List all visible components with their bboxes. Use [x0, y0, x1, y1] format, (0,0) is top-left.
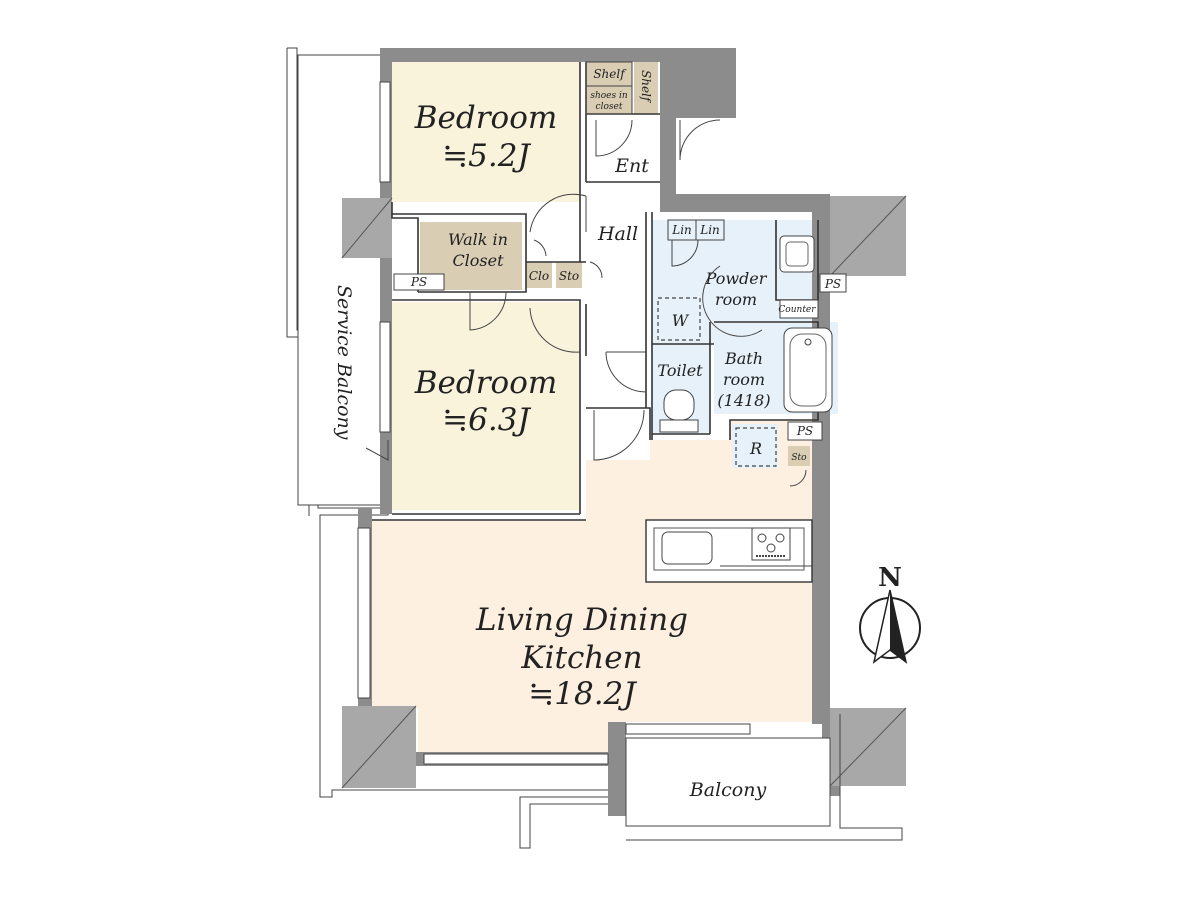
- refrigerator-label: R: [749, 439, 762, 458]
- lin-label-1: Lin: [671, 223, 692, 237]
- ldk-floor: [372, 420, 812, 758]
- bathtub-inner: [789, 333, 827, 407]
- doors: [365, 119, 807, 487]
- bedroom-2-size: ≒6.3J: [442, 402, 531, 438]
- sto-label-1: Sto: [559, 269, 579, 283]
- kitchen-counter: [645, 519, 813, 583]
- service-balcony-label: Service Balcony: [333, 285, 355, 440]
- entrance-label: Ent: [614, 155, 649, 177]
- bathroom-line1: Bath: [724, 349, 763, 368]
- sto-floor-2: [788, 446, 810, 466]
- lin-label-2: Lin: [699, 223, 720, 237]
- balcony-area: [625, 737, 831, 827]
- sto-floor-1: [556, 262, 582, 288]
- shelf-floor: [586, 62, 632, 114]
- sink: [661, 531, 713, 565]
- ldk-size: ≒18.2J: [528, 676, 637, 712]
- shoes-label-line1: shoes in: [590, 91, 628, 101]
- shoes-label-line2: closet: [596, 102, 623, 112]
- service-balcony-area: [297, 54, 383, 506]
- bedroom-2-floor: [392, 302, 580, 510]
- ps-label-2: PS: [824, 277, 841, 291]
- walk-in-closet-line1: Walk in: [448, 230, 508, 249]
- bedroom-2-name: Bedroom: [414, 365, 558, 401]
- powder-room-line1: Powder: [705, 269, 768, 288]
- sto-label-2: Sto: [791, 453, 807, 463]
- washer-label: W: [672, 311, 690, 330]
- shelf-side-floor: [634, 62, 658, 114]
- toilet-label: Toilet: [657, 361, 703, 380]
- shelf-label: Shelf: [593, 67, 627, 81]
- balcony-label: Balcony: [689, 779, 767, 801]
- walk-in-closet-line2: Closet: [452, 251, 504, 270]
- powder-room-line2: room: [715, 290, 757, 309]
- ps-box-1: [393, 273, 445, 291]
- counter-label: Counter: [778, 305, 816, 315]
- ldk-name-line2: Kitchen: [520, 640, 642, 676]
- ps-box-2: [819, 273, 847, 293]
- compass-north-label: N: [878, 563, 902, 593]
- clo-label: Clo: [529, 269, 549, 283]
- bathroom-line2: room: [723, 370, 765, 389]
- bedroom-1-floor: [392, 62, 580, 202]
- ps-box-3: [787, 421, 823, 441]
- bedroom-1-name: Bedroom: [414, 100, 558, 136]
- bathroom-line3: (1418): [717, 391, 770, 410]
- ps-label-3: PS: [796, 424, 813, 438]
- refrigerator-space: [735, 427, 777, 467]
- compass: N: [859, 563, 921, 664]
- windows: [357, 81, 751, 765]
- toilet-fixture: [663, 389, 695, 421]
- refrigerator-floor: [732, 424, 778, 468]
- washer-space: [657, 297, 701, 341]
- bedroom-1-size: ≒5.2J: [442, 138, 531, 174]
- shelf-side-label: Shelf: [639, 70, 653, 104]
- ldk-name-line1: Living Dining: [475, 602, 688, 638]
- hall-label: Hall: [597, 223, 638, 245]
- ps-label-1: PS: [410, 275, 427, 289]
- clo-floor: [526, 262, 552, 288]
- columns: [341, 195, 907, 789]
